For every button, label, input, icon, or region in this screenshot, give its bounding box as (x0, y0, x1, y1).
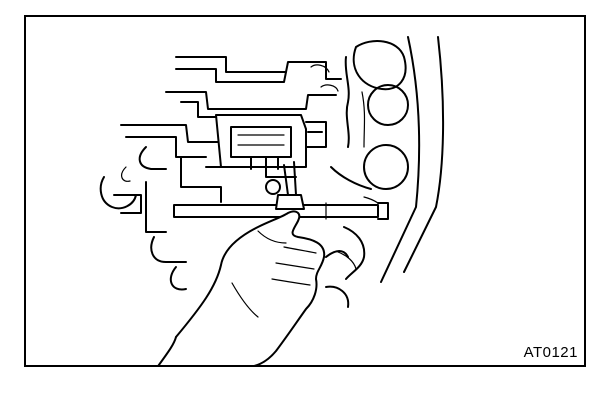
measured-pin (265, 161, 305, 210)
left-housing (99, 166, 187, 291)
figure-frame: AT0121 (24, 15, 586, 367)
transmission-case-wall (380, 36, 445, 283)
accumulator-bores (344, 40, 409, 190)
solenoid-block (215, 114, 327, 170)
lower-case-detail (325, 166, 379, 308)
illustration (99, 36, 445, 365)
hand (157, 210, 349, 365)
straightedge-bar (173, 202, 389, 220)
figure-code: AT0121 (523, 344, 578, 361)
